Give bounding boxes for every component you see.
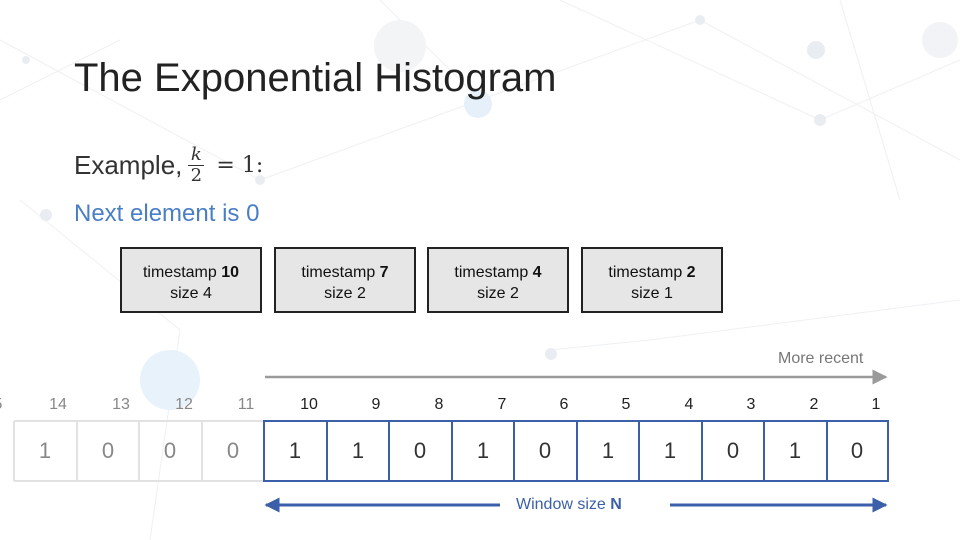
fraction-k-over-2: k 2 — [188, 144, 205, 186]
bit-cell: 1 — [601, 438, 615, 463]
timestamp-label: 9 — [371, 396, 381, 413]
timestamp-label: 4 — [684, 396, 694, 413]
bucket-1: timestamp 10 size 4 — [120, 247, 262, 313]
bucket-4: timestamp 2 size 1 — [581, 247, 723, 313]
fraction-bar — [188, 165, 205, 166]
fraction-denominator: 2 — [190, 165, 203, 186]
example-rhs: = 1: — [216, 153, 264, 178]
bit-cell: 1 — [476, 438, 490, 463]
bucket-ts-label: timestamp — [142, 264, 217, 281]
bit-cell: 0 — [226, 438, 240, 463]
bucket-3: timestamp 4 size 2 — [427, 247, 569, 313]
timestamp-label: 5 — [621, 396, 631, 413]
bucket-ts-value: 7 — [379, 264, 389, 281]
example-prefix: Example, — [74, 150, 183, 180]
timestamp-label: 1 — [871, 396, 881, 413]
timestamp-label: 3 — [746, 396, 756, 413]
bucket-size: size 2 — [324, 285, 366, 302]
bit-cell: 0 — [726, 438, 740, 463]
timestamp-label: 12 — [175, 396, 193, 413]
timestamp-label: 13 — [112, 396, 130, 413]
timestamp-label: 7 — [497, 396, 507, 413]
bucket-ts-label: timestamp — [608, 264, 683, 281]
bit-cell: 0 — [101, 438, 115, 463]
window-size-n: N — [610, 496, 622, 513]
bucket-ts-label: timestamp — [301, 264, 376, 281]
bit-cell: 1 — [788, 438, 802, 463]
bit-cell: 1 — [288, 438, 302, 463]
window-size-label: Window size N — [516, 496, 622, 514]
bucket-size: size 1 — [631, 285, 673, 302]
window-size-text: Window size — [516, 496, 606, 513]
next-element-text: Next element is 0 — [74, 200, 260, 227]
bucket-ts-value: 2 — [686, 264, 696, 281]
bucket-ts-label: timestamp — [454, 264, 529, 281]
bit-cell: 0 — [850, 438, 864, 463]
timestamp-label: 2 — [809, 396, 819, 413]
bit-cell: 1 — [351, 438, 365, 463]
timestamp-label: 8 — [434, 396, 444, 413]
fraction-numerator: k — [190, 144, 202, 165]
bit-cell: 1 — [38, 438, 52, 463]
timestamp-label: 11 — [237, 396, 255, 413]
bit-cell: 1 — [663, 438, 677, 463]
bucket-ts-value: 10 — [221, 264, 240, 281]
timestamp-label: 5 — [0, 396, 18, 414]
bit-cell: 0 — [413, 438, 427, 463]
bit-cell: 0 — [538, 438, 552, 463]
more-recent-label: More recent — [778, 350, 864, 367]
timestamp-label: 10 — [300, 396, 318, 413]
example-line: Example, k 2 = 1: — [74, 146, 263, 185]
bit-cell: 0 — [163, 438, 177, 463]
page-title: The Exponential Histogram — [74, 56, 557, 100]
bucket-ts-value: 4 — [532, 264, 542, 281]
timestamp-label: 14 — [49, 396, 67, 413]
bucket-size: size 2 — [477, 285, 519, 302]
bucket-size: size 4 — [170, 285, 212, 302]
bucket-2: timestamp 7 size 2 — [274, 247, 416, 313]
timestamp-label: 6 — [559, 396, 569, 413]
